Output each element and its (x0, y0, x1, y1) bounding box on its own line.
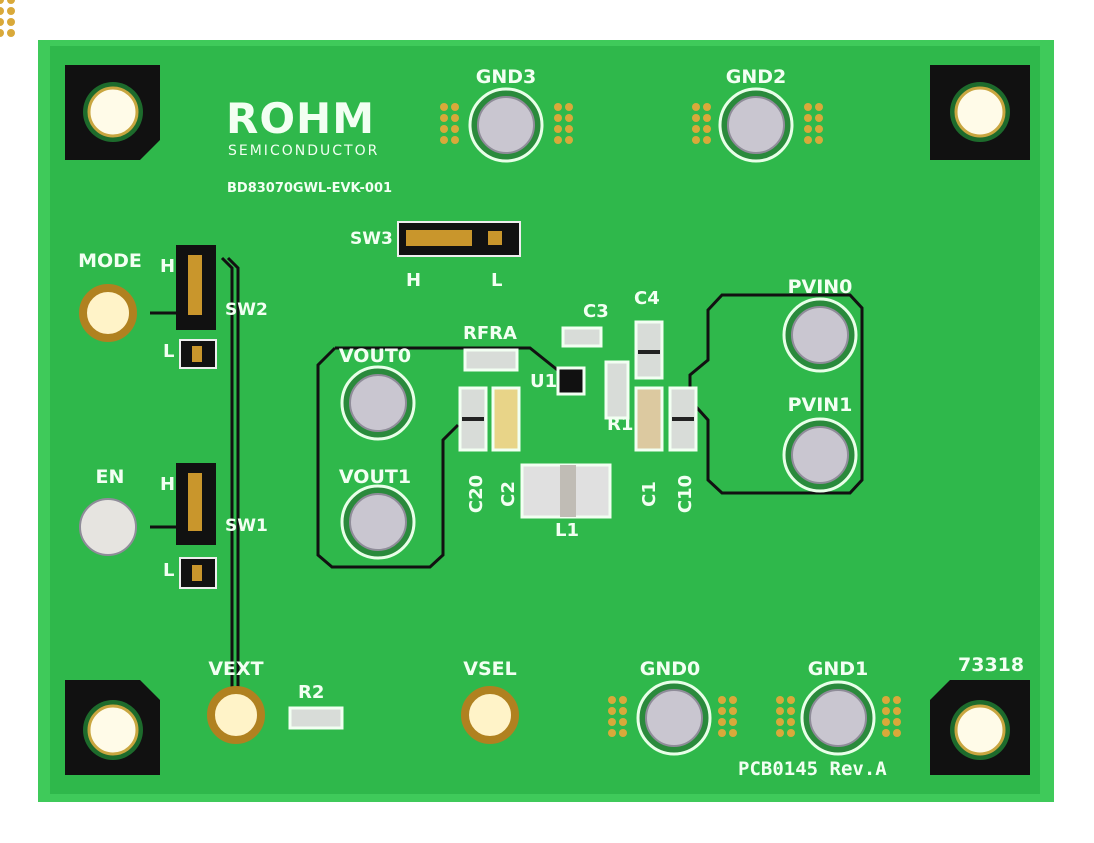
label-gnd3: GND3 (475, 66, 537, 88)
brand-subtitle: SEMICONDUCTOR (228, 143, 380, 159)
label-c10: C10 (675, 474, 697, 514)
sw2-low-label: L (163, 341, 175, 362)
sw3-high-label: H (406, 270, 422, 291)
sw2-label: SW2 (225, 300, 268, 320)
label-c20: C20 (466, 474, 488, 514)
sw2-high-label: H (160, 256, 176, 277)
label-c4: C4 (634, 288, 660, 309)
sw3-label: SW3 (350, 229, 393, 249)
label-mode: MODE (78, 250, 142, 272)
sw1-label: SW1 (225, 516, 268, 536)
label-c3: C3 (583, 301, 609, 322)
label-gnd2: GND2 (725, 66, 787, 88)
smd-stripes (462, 350, 694, 517)
label-r1: R1 (607, 414, 634, 435)
label-pvin0: PVIN0 (787, 276, 853, 298)
label-vout0: VOUT0 (338, 345, 412, 367)
label-vsel: VSEL (463, 658, 517, 680)
label-gnd1: GND1 (807, 658, 869, 680)
label-vext: VEXT (208, 658, 264, 680)
pcb-id: PCB0145 Rev.A (738, 758, 887, 780)
traces (150, 256, 864, 690)
label-rfra: RFRA (463, 323, 517, 344)
terminal-posts (79, 87, 876, 756)
via-grids (0, 0, 901, 737)
lot-number: 73318 (958, 654, 1025, 676)
label-vout1: VOUT1 (338, 466, 412, 488)
sw1-high-label: H (160, 474, 176, 495)
jumper-headers (176, 221, 521, 589)
mounting-holes (83, 82, 1010, 760)
brand-logo: ROHM (226, 94, 375, 143)
label-pvin1: PVIN1 (787, 394, 853, 416)
label-gnd0: GND0 (639, 658, 701, 680)
label-l1: L1 (555, 520, 579, 541)
board-surface (50, 46, 1040, 794)
label-c2: C2 (497, 481, 519, 507)
label-r2: R2 (298, 682, 325, 703)
label-u1: U1 (530, 371, 558, 392)
label-en: EN (95, 466, 125, 488)
part-number: BD83070GWL-EVK-001 (227, 181, 393, 196)
label-c1: C1 (638, 481, 660, 507)
sw1-low-label: L (163, 560, 175, 581)
sw3-low-label: L (491, 270, 503, 291)
